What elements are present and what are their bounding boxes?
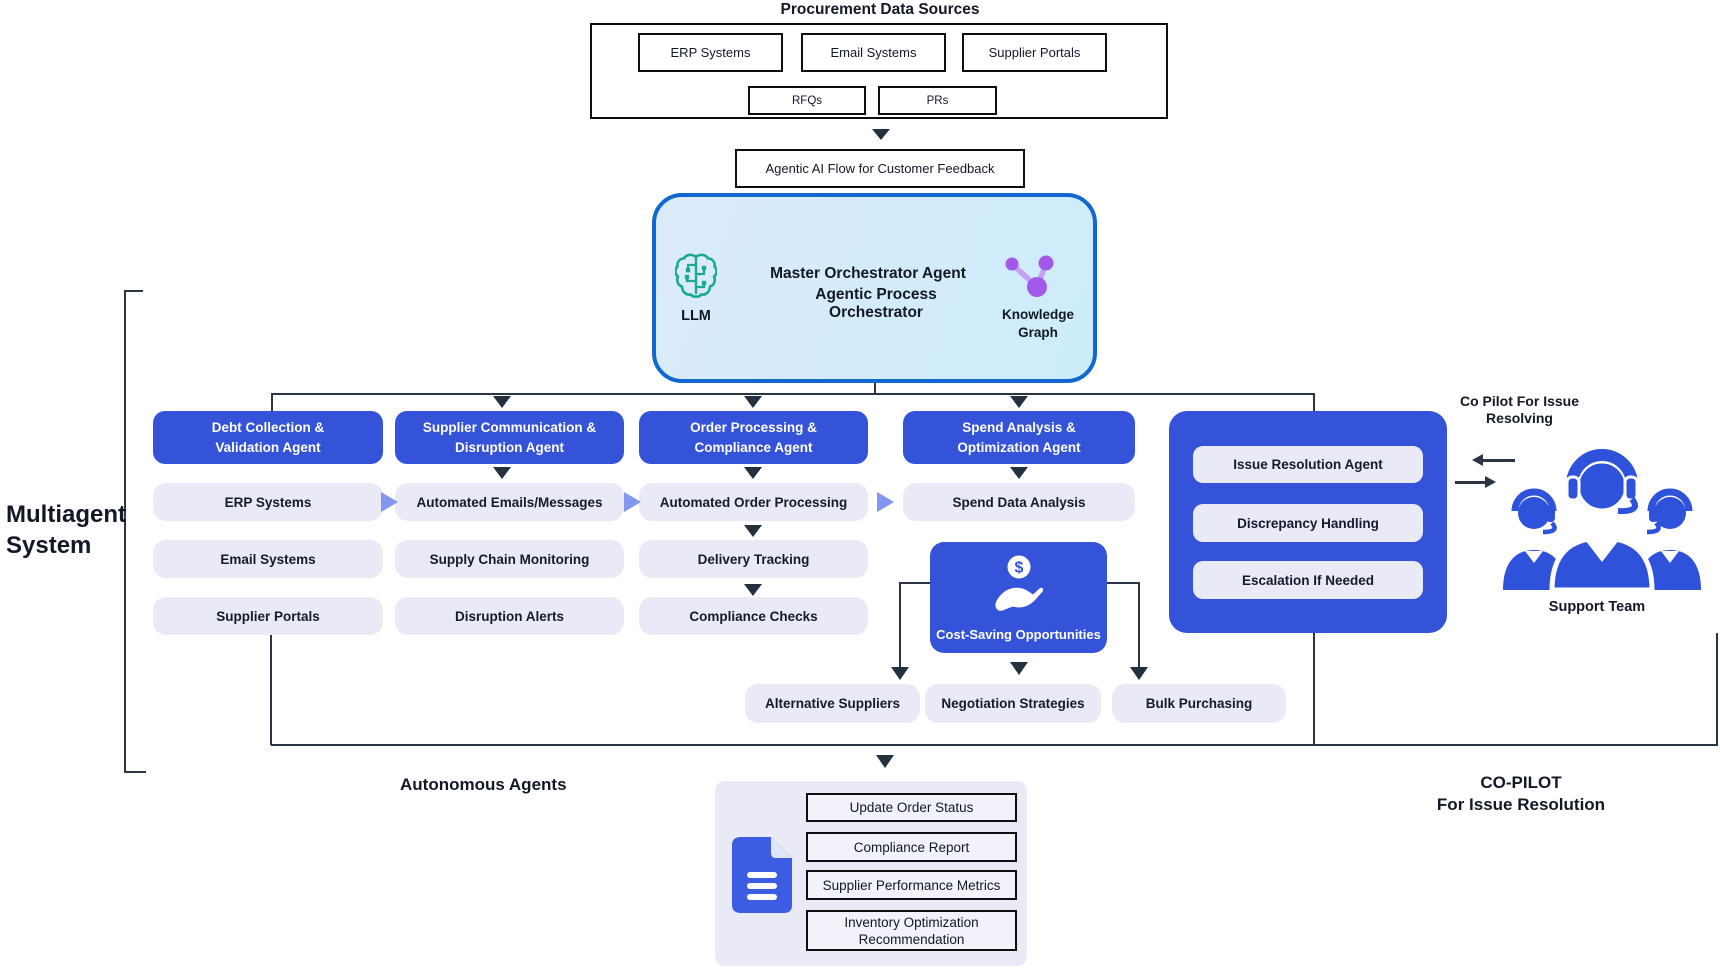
connector-orchestrator-drop	[874, 383, 876, 394]
col2-item-supply-chain: Supply Chain Monitoring	[395, 540, 624, 578]
issue-panel-item-escalation: Escalation If Needed	[1193, 561, 1423, 599]
output-inventory-optimization: Inventory Optimization Recommendation	[806, 910, 1017, 951]
arrow-left-line	[1483, 459, 1515, 462]
connector-cost-left-v	[899, 582, 901, 669]
arrow-right-head-icon	[1485, 476, 1496, 488]
arrow-down-col3-inner2-icon	[744, 525, 762, 537]
col1-item-email: Email Systems	[153, 540, 383, 578]
knowledge-graph-label-line2: Graph	[1018, 325, 1058, 340]
branch-negotiation-strategies: Negotiation Strategies	[925, 684, 1101, 723]
co-pilot-footer-label: CO-PILOT For Issue Resolution	[1436, 773, 1606, 814]
arrow-right-col3-col4-icon	[877, 492, 894, 512]
source-prs-box: PRs	[878, 86, 997, 115]
output-update-order-status: Update Order Status	[806, 793, 1017, 822]
branch-alternative-suppliers: Alternative Suppliers	[745, 684, 920, 723]
connector-bottom-frame	[271, 744, 1718, 746]
arrow-right-col2-col3-icon	[624, 492, 641, 512]
col4-item-spend-data: Spend Data Analysis	[903, 483, 1135, 521]
source-email-box: Email Systems	[801, 33, 946, 72]
arrow-right-col1-col2-icon	[381, 492, 398, 512]
arrow-down-col4-icon	[1010, 396, 1028, 408]
bracket-tick-top	[124, 290, 143, 292]
source-supplier-portals-box: Supplier Portals	[962, 33, 1107, 72]
dollar-hand-icon: $	[995, 555, 1044, 611]
connector-panel-down	[1313, 633, 1315, 745]
connector-top-frame	[271, 393, 1315, 395]
col3-item-delivery-tracking: Delivery Tracking	[639, 540, 868, 578]
issue-panel-item-resolution-agent: Issue Resolution Agent	[1193, 446, 1423, 483]
connector-col1-down	[270, 635, 272, 745]
col3-item-automated-order: Automated Order Processing	[639, 483, 868, 521]
agentic-flow-box: Agentic AI Flow for Customer Feedback	[735, 149, 1025, 188]
co-pilot-note: Co Pilot For Issue Resolving	[1459, 393, 1579, 426]
arrow-left-head-icon	[1472, 454, 1483, 466]
arrow-right-line	[1455, 481, 1486, 484]
agent-header-supplier-communication: Supplier Communication & Disruption Agen…	[395, 411, 624, 464]
document-icon	[732, 837, 792, 913]
bracket-tick-bottom	[124, 771, 146, 773]
arrow-down-col3-inner3-icon	[744, 584, 762, 596]
connector-support-down	[1716, 633, 1718, 745]
orchestrator-title: Master Orchestrator Agent	[770, 265, 966, 282]
connector-riser-right	[1313, 393, 1315, 412]
col3-item-compliance-checks: Compliance Checks	[639, 597, 868, 635]
arrow-down-col4-inner-icon	[1010, 467, 1028, 479]
knowledge-graph-icon	[1005, 255, 1054, 297]
arrow-down-alt-suppliers-icon	[891, 667, 909, 680]
connector-cost-left-h	[899, 582, 930, 584]
llm-label: LLM	[681, 308, 711, 324]
bracket-multiagent	[124, 290, 126, 773]
arrow-down-outputs-icon	[876, 755, 894, 768]
arrow-down-sources-icon	[872, 129, 890, 140]
multiagent-system-label: Multiagent System	[6, 501, 126, 559]
connector-cost-right-h	[1107, 582, 1140, 584]
cost-saving-label: Cost-Saving Opportunities	[936, 626, 1101, 642]
col1-item-erp: ERP Systems	[153, 483, 383, 521]
arrow-down-col3-icon	[744, 396, 762, 408]
source-rfqs-box: RFQs	[748, 86, 866, 115]
orchestrator-subtitle-line1: Agentic Process	[815, 285, 937, 303]
output-compliance-report: Compliance Report	[806, 832, 1017, 862]
col2-item-automated-emails: Automated Emails/Messages	[395, 483, 624, 521]
branch-bulk-purchasing: Bulk Purchasing	[1112, 684, 1286, 723]
support-team-icon	[1503, 449, 1701, 590]
col1-item-supplier-portals: Supplier Portals	[153, 597, 383, 635]
arrow-down-negotiation-icon	[1010, 662, 1028, 675]
support-team-label: Support Team	[1548, 599, 1646, 615]
issue-panel-item-discrepancy: Discrepancy Handling	[1193, 504, 1423, 542]
arrow-down-bulk-purchasing-icon	[1130, 667, 1148, 680]
arrow-down-col2-icon	[493, 396, 511, 408]
svg-text:$: $	[1015, 560, 1024, 577]
knowledge-graph-label-line1: Knowledge	[1001, 307, 1074, 322]
arrow-down-col3-inner1-icon	[744, 467, 762, 479]
agent-header-spend-analysis: Spend Analysis & Optimization Agent	[903, 411, 1135, 464]
orchestrator-subtitle-line2: Orchestrator	[829, 303, 923, 321]
col2-item-disruption-alerts: Disruption Alerts	[395, 597, 624, 635]
autonomous-agents-label: Autonomous Agents	[400, 775, 567, 794]
connector-cost-right-v	[1138, 582, 1140, 669]
agent-header-order-processing: Order Processing & Compliance Agent	[639, 411, 868, 464]
llm-brain-icon	[675, 253, 717, 299]
source-erp-box: ERP Systems	[638, 33, 783, 72]
orchestrator-box	[652, 193, 1097, 383]
arrow-down-col2-inner-icon	[493, 467, 511, 479]
agent-header-debt-collection: Debt Collection & Validation Agent	[153, 411, 383, 464]
output-supplier-performance: Supplier Performance Metrics	[806, 870, 1017, 900]
sources-title: Procurement Data Sources	[780, 1, 980, 18]
connector-riser-left	[271, 393, 273, 412]
